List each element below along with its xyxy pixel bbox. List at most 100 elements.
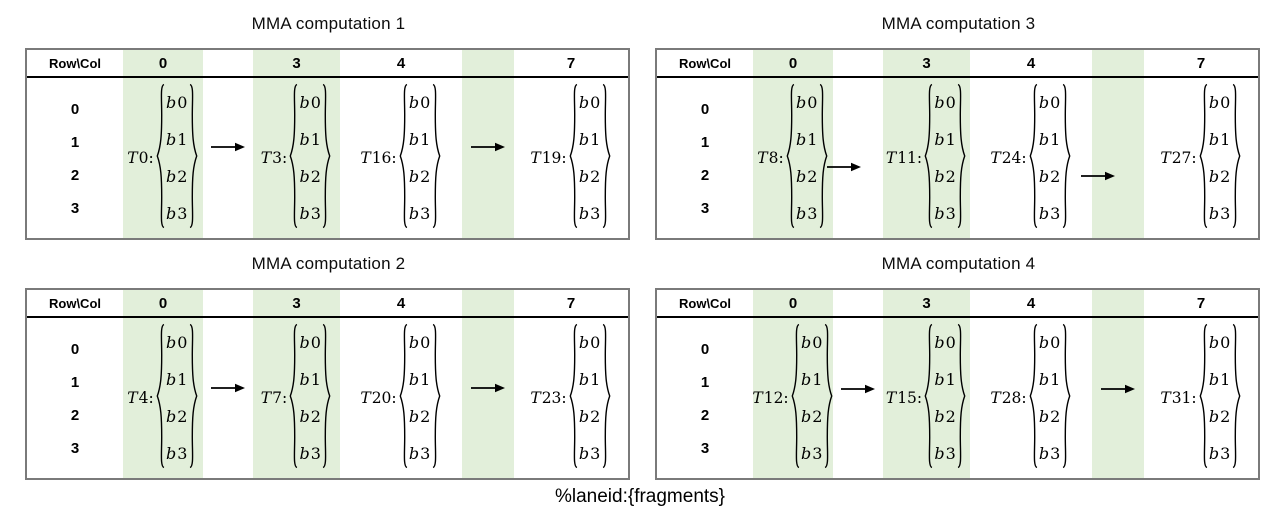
math-suffix: 0 <box>1220 93 1231 112</box>
math-suffix: 0 <box>420 333 431 352</box>
thread-label: T24: <box>990 149 1026 167</box>
math-variable: b <box>299 167 310 186</box>
arrow-cell <box>833 318 883 478</box>
col-header-cell: 0 <box>123 290 203 318</box>
brace-left-icon <box>1028 322 1038 475</box>
arrow-right-icon <box>470 382 506 394</box>
col-header-cell: 3 <box>253 50 340 78</box>
thread-label: T8: <box>757 149 783 167</box>
col-header-cell: 3 <box>883 290 970 318</box>
math-variable: b <box>166 167 177 186</box>
brace-left-icon <box>288 322 298 475</box>
math-suffix: 24: <box>1001 149 1027 167</box>
math-variable: T <box>1160 149 1171 167</box>
math-suffix: 3 <box>590 444 601 463</box>
col-header-cell: 7 <box>514 50 628 78</box>
math-variable: b <box>408 444 420 463</box>
spacer-header-cell <box>833 290 883 318</box>
math-suffix: 3 <box>1220 444 1231 463</box>
math-variable: b <box>800 444 812 463</box>
math-suffix: 2 <box>177 407 188 426</box>
brace-right-icon <box>602 322 612 475</box>
brace-right-icon <box>432 82 442 235</box>
math-variable: T <box>885 389 897 407</box>
col-header-cell: 4 <box>970 290 1092 318</box>
row-header: 1 <box>70 134 80 151</box>
math-variable: b <box>1208 407 1220 426</box>
thread-label: T20: <box>360 389 396 407</box>
math-variable: T <box>260 149 272 167</box>
math-suffix: 3 <box>807 204 818 223</box>
math-variable: b <box>1208 167 1220 186</box>
math-suffix: 3 <box>177 444 188 463</box>
math-suffix: 16: <box>371 149 397 167</box>
arrow-right-icon <box>210 382 246 394</box>
math-suffix: 2 <box>310 167 321 186</box>
brace-left-icon <box>155 82 165 235</box>
brace-right-icon <box>819 82 829 235</box>
math-variable: T <box>885 149 897 167</box>
math-suffix: 1 <box>1050 130 1061 149</box>
brace-right-icon <box>1062 82 1072 235</box>
math-variable: b <box>578 93 590 112</box>
math-variable: b <box>1038 93 1050 112</box>
math-variable: b <box>934 333 945 352</box>
col-header-cell: 7 <box>1144 50 1258 78</box>
row-header: 0 <box>70 101 80 118</box>
spacer-header-cell <box>203 50 253 78</box>
math-variable: T <box>757 149 768 167</box>
math-suffix: 2 <box>590 167 601 186</box>
math-suffix: 1 <box>310 370 321 389</box>
brace-right-icon <box>957 322 967 475</box>
math-variable: T <box>752 389 763 407</box>
math-suffix: 2 <box>1050 167 1061 186</box>
col-header-cell: 0 <box>753 290 833 318</box>
row-header: 1 <box>700 134 710 151</box>
corner-header-cell: Row\Col <box>657 290 753 318</box>
thread-label: T23: <box>530 389 566 407</box>
math-suffix: 0 <box>807 93 818 112</box>
col-header-cell: 7 <box>1144 290 1258 318</box>
brace-left-icon <box>785 82 795 235</box>
row-header: 0 <box>70 341 80 358</box>
math-suffix: 19: <box>541 149 567 167</box>
math-suffix: 3 <box>1050 204 1061 223</box>
math-variable: b <box>299 444 310 463</box>
brace-left-icon <box>1198 82 1208 235</box>
spacer-header-cell <box>203 290 253 318</box>
math-suffix: 2 <box>945 167 956 186</box>
math-suffix: 2 <box>590 407 601 426</box>
col-header-cell: 4 <box>970 50 1092 78</box>
col-header-cell: 0 <box>753 50 833 78</box>
math-suffix: 0 <box>310 333 321 352</box>
math-variable: T <box>260 389 272 407</box>
corner-header-cell: Row\Col <box>27 290 123 318</box>
math-variable: b <box>1038 444 1050 463</box>
